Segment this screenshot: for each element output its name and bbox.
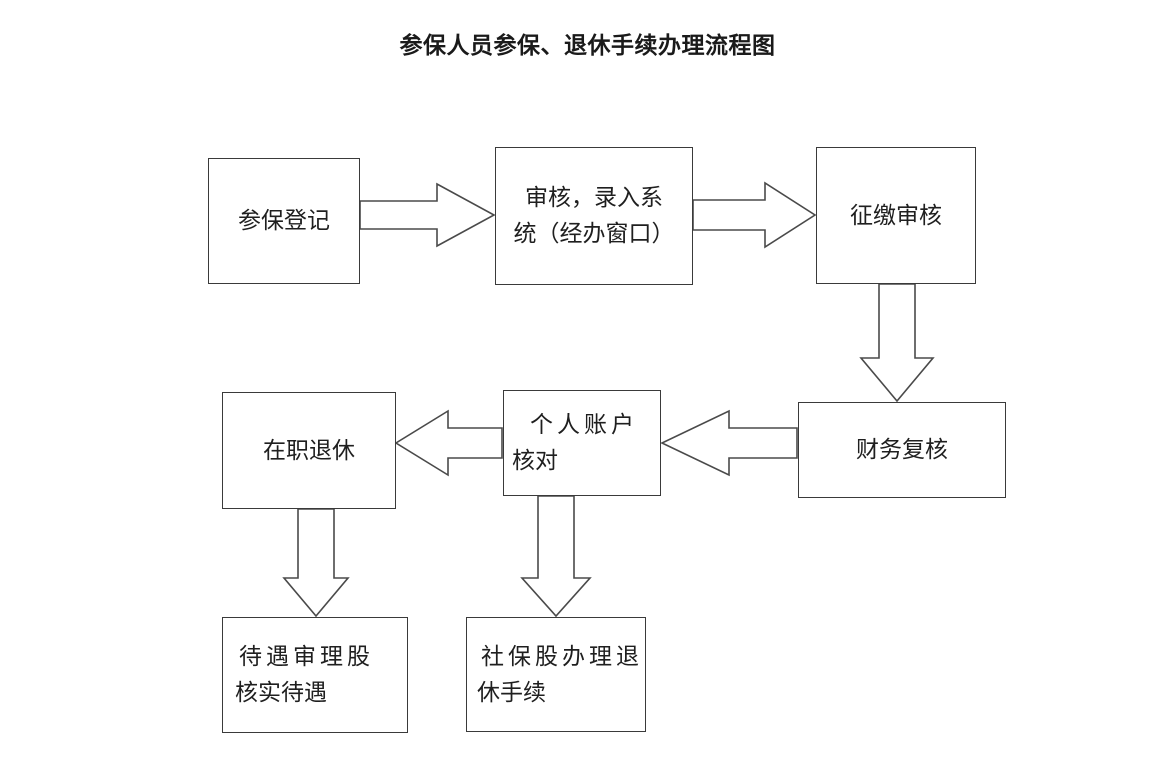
arrow-shenhe-to-zhengjiao bbox=[692, 181, 817, 249]
node-line: 个人账户 bbox=[530, 412, 638, 438]
arrow-zaizhi-to-daiyu bbox=[282, 508, 350, 618]
node-zaizhi-tuixiu[interactable]: 在职退休 bbox=[222, 392, 396, 509]
arrow-gerenzhanghu-to-zaizhi bbox=[394, 409, 503, 477]
node-line: 社保股办理退 bbox=[481, 643, 643, 669]
node-line: 待遇审理股 bbox=[239, 644, 374, 670]
node-line: 征缴审核 bbox=[850, 202, 942, 228]
page-title: 参保人员参保、退休手续办理流程图 bbox=[399, 33, 776, 59]
node-line: 财务复核 bbox=[856, 437, 948, 463]
node-daiyu-shenli-gu[interactable]: 待遇审理股 核实待遇 bbox=[222, 617, 408, 733]
node-line: 在职退休 bbox=[263, 437, 355, 463]
node-shenhe-luru-xitong[interactable]: 审核，录入系 统（经办窗口） bbox=[495, 147, 693, 285]
node-line: 核对 bbox=[512, 448, 558, 473]
arrow-caiwu-to-gerenzhanghu bbox=[660, 409, 798, 477]
node-canbao-dengji[interactable]: 参保登记 bbox=[208, 158, 360, 284]
arrow-zhengjiao-to-caiwu bbox=[859, 283, 935, 403]
node-line: 核实待遇 bbox=[235, 680, 327, 705]
node-zhengjiao-shenhe[interactable]: 征缴审核 bbox=[816, 147, 976, 284]
node-geren-zhanghu-hedui[interactable]: 个人账户 核对 bbox=[503, 390, 661, 496]
node-shebao-gu-tuixiu[interactable]: 社保股办理退 休手续 bbox=[466, 617, 646, 732]
node-line: 统（经办窗口） bbox=[513, 221, 675, 246]
node-line: 休手续 bbox=[477, 679, 546, 705]
arrow-gerenzhanghu-to-shebao bbox=[520, 495, 592, 618]
arrow-canbao-to-shenhe bbox=[359, 182, 496, 248]
node-line: 审核，录入系 bbox=[525, 185, 663, 211]
node-caiwu-fuhe[interactable]: 财务复核 bbox=[798, 402, 1006, 498]
node-line: 参保登记 bbox=[238, 208, 330, 234]
